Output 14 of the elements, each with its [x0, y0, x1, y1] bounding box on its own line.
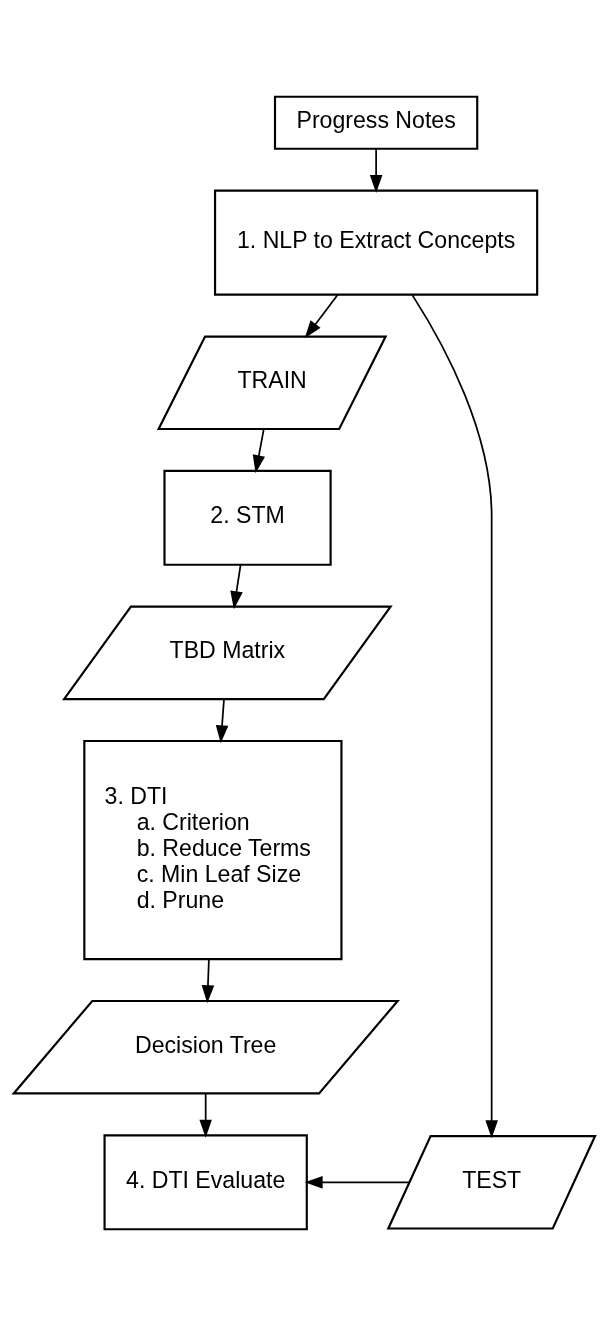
arrow [369, 148, 383, 194]
arrow [411, 294, 498, 1139]
node-box: 1. NLP to Extract Concepts [213, 189, 539, 296]
arrow [304, 1176, 410, 1189]
node-box: Progress Notes [273, 95, 479, 150]
arrow [252, 428, 266, 474]
arrow [215, 698, 229, 744]
node-box: 4. DTI Evaluate [103, 1134, 308, 1231]
arrow [199, 1092, 212, 1138]
node-box: 3. DTI a. Criterion b. Reduce Terms c. Min Leaf Size d. Prune [83, 739, 343, 961]
arrow [201, 958, 215, 1004]
node-box: 2. STM [163, 469, 332, 566]
arrow [230, 564, 243, 610]
arrow [304, 293, 339, 339]
